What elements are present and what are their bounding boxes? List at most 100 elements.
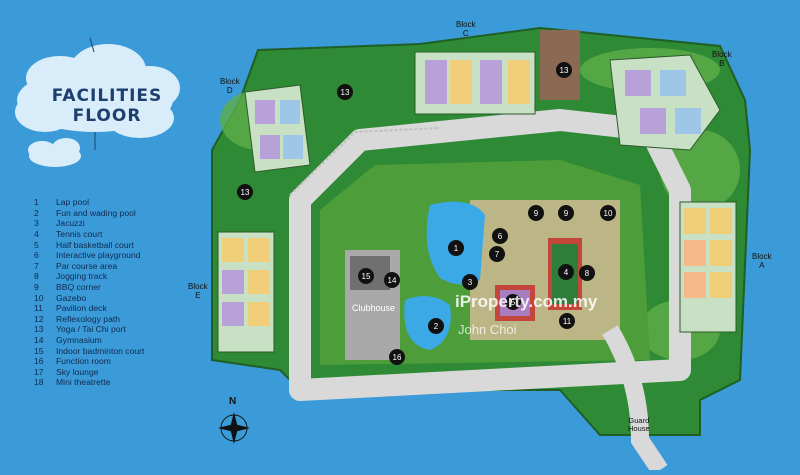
- marker-dot: [384, 272, 400, 288]
- legend-label: Tennis court: [56, 229, 103, 240]
- legend-label: Jogging track: [56, 271, 108, 282]
- access-road: [602, 325, 668, 475]
- facility-marker[interactable]: 11: [559, 313, 575, 329]
- legend-number: 5: [34, 239, 39, 250]
- legend-label: Gymnasium: [56, 335, 102, 346]
- marker-dot: [559, 313, 575, 329]
- title-line-2: FLOOR: [72, 106, 142, 126]
- marker-label: 15: [362, 272, 371, 281]
- map-title: FACILITIES FLOOR: [32, 86, 182, 126]
- marker-label: 14: [388, 276, 397, 285]
- marker-label: 3: [468, 278, 473, 287]
- legend-label: Fun and wading pool: [56, 207, 136, 218]
- legend-number: 10: [34, 292, 44, 303]
- legend-number: 4: [34, 229, 39, 240]
- facility-marker[interactable]: 14: [384, 272, 400, 288]
- marker-dot: [558, 205, 574, 221]
- marker-label: 10: [604, 209, 613, 218]
- facility-marker[interactable]: 7: [489, 246, 505, 262]
- marker-label: 11: [563, 317, 572, 326]
- legend-label: Yoga / Tai Chi port: [56, 324, 126, 335]
- legend-label: Sky lounge: [56, 366, 99, 377]
- marker-label: 5: [511, 298, 516, 307]
- facility-marker[interactable]: 4: [558, 264, 574, 280]
- legend-number: 12: [34, 313, 44, 324]
- legend-number: 18: [34, 377, 44, 388]
- block-e-building: [217, 231, 275, 353]
- clubhouse-label: Clubhouse: [352, 303, 396, 313]
- marker-dot: [358, 268, 374, 284]
- facility-marker[interactable]: 10: [600, 205, 616, 221]
- legend-label: Pavilion deck: [56, 303, 107, 314]
- facility-marker[interactable]: 2: [428, 318, 444, 334]
- marker-label: 6: [498, 232, 503, 241]
- legend-label: Reflexology path: [56, 313, 121, 324]
- facility-marker[interactable]: 3: [462, 274, 478, 290]
- marker-dot: [237, 184, 253, 200]
- fun-pool: [404, 296, 451, 350]
- marker-label: 7: [495, 250, 500, 259]
- marker-dot: [528, 205, 544, 221]
- legend-number: 9: [34, 282, 39, 293]
- facility-marker[interactable]: 9: [528, 205, 544, 221]
- legend-number: 7: [34, 260, 39, 271]
- legend-label: Interactive playground: [56, 250, 141, 261]
- facility-marker[interactable]: 13: [556, 62, 572, 78]
- facility-marker[interactable]: 15: [358, 268, 374, 284]
- compass-rose: [218, 412, 250, 444]
- small-cloud: [28, 138, 81, 167]
- facility-marker[interactable]: 13: [337, 84, 353, 100]
- legend-row: 8 Jogging track: [34, 271, 224, 282]
- legend-row: 14 Gymnasium: [34, 335, 224, 346]
- marker-label: 1: [454, 244, 459, 253]
- marker-dot: [389, 349, 405, 365]
- facility-marker[interactable]: 16: [389, 349, 405, 365]
- legend-label: Mini theatrette: [56, 377, 111, 388]
- facility-marker[interactable]: 6: [492, 228, 508, 244]
- facility-marker[interactable]: 9: [558, 205, 574, 221]
- watermark-author: John Choi: [458, 322, 517, 337]
- marker-label: 13: [241, 188, 250, 197]
- marker-dot: [489, 246, 505, 262]
- legend-number: 8: [34, 271, 39, 282]
- marker-label: 2: [434, 322, 439, 331]
- block-b-building: [609, 54, 721, 151]
- legend-label: Par course area: [56, 260, 118, 271]
- facility-marker[interactable]: 13: [237, 184, 253, 200]
- legend-label: Indoor badminton court: [56, 345, 145, 356]
- legend-label: Gazebo: [56, 292, 87, 303]
- marker-label: 13: [560, 66, 569, 75]
- marker-dot: [558, 264, 574, 280]
- facility-marker[interactable]: 8: [579, 265, 595, 281]
- marker-label: 4: [564, 268, 569, 277]
- legend-number: 16: [34, 356, 44, 367]
- legend-label: Function room: [56, 356, 111, 367]
- facility-marker[interactable]: 5: [505, 294, 521, 310]
- legend-label: Jacuzzi: [56, 218, 85, 229]
- legend-number: 14: [34, 335, 44, 346]
- marker-dot: [448, 240, 464, 256]
- watermark-site: iProperty.com.my: [455, 292, 598, 311]
- title-cloud: [15, 44, 180, 138]
- block-c-building: [414, 51, 536, 115]
- legend-number: 1: [34, 197, 39, 208]
- legend-row: 10 Gazebo: [34, 292, 224, 303]
- facility-marker[interactable]: 1: [448, 240, 464, 256]
- ring-road: [289, 109, 691, 401]
- marker-dot: [556, 62, 572, 78]
- marker-dot: [462, 274, 478, 290]
- marker-label: 8: [585, 269, 590, 278]
